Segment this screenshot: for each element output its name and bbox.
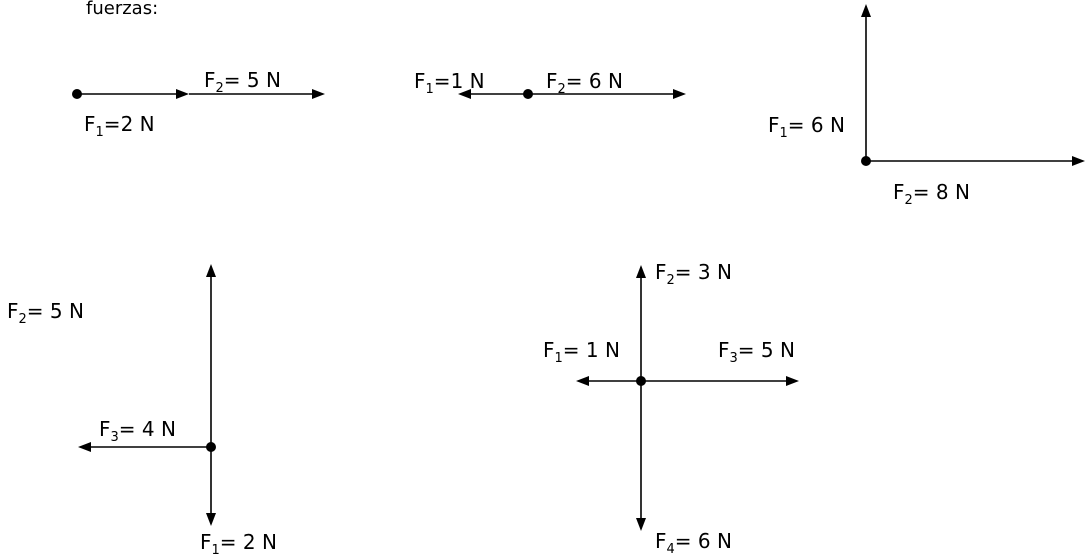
arrowhead <box>206 264 216 277</box>
force-label-f2: F2= 5 N <box>7 299 84 327</box>
arrowhead <box>673 89 686 99</box>
diagram-4: F2= 5 N F3= 4 N F1= 2 N <box>7 264 277 557</box>
force-label-f2: F2= 3 N <box>655 260 732 288</box>
diagram-2: F1=1 N F2= 6 N <box>414 69 686 99</box>
force-label-f2: F2= 5 N <box>204 68 281 96</box>
force-label-f2: F2= 6 N <box>546 69 623 97</box>
force-label-f1: F1= 1 N <box>543 338 620 366</box>
arrowhead <box>176 89 189 99</box>
diagram-5: F2= 3 N F1= 1 N F3= 5 N F4= 6 N <box>543 260 799 557</box>
force-label-f1: F1=2 N <box>84 112 155 140</box>
arrowhead <box>786 376 799 386</box>
force-label-f1: F1= 6 N <box>768 113 845 141</box>
diagram-1: F2= 5 N F1=2 N <box>72 68 325 140</box>
arrowhead <box>576 376 589 386</box>
header-fragment: fuerzas: <box>86 0 158 19</box>
arrowhead <box>636 518 646 531</box>
force-label-f3: F3= 4 N <box>99 417 176 445</box>
arrowhead <box>312 89 325 99</box>
force-label-f4: F4= 6 N <box>655 529 732 557</box>
arrowhead <box>861 4 871 17</box>
force-label-f1: F1= 2 N <box>200 530 277 557</box>
arrowhead <box>1072 156 1085 166</box>
arrowhead <box>78 442 91 452</box>
diagram-3: F1= 6 N F2= 8 N <box>768 4 1085 208</box>
arrowhead <box>458 89 471 99</box>
force-label-f2: F2= 8 N <box>893 180 970 208</box>
arrowhead <box>206 513 216 526</box>
force-label-f1: F1=1 N <box>414 69 485 97</box>
force-label-f3: F3= 5 N <box>718 338 795 366</box>
arrowhead <box>636 265 646 278</box>
